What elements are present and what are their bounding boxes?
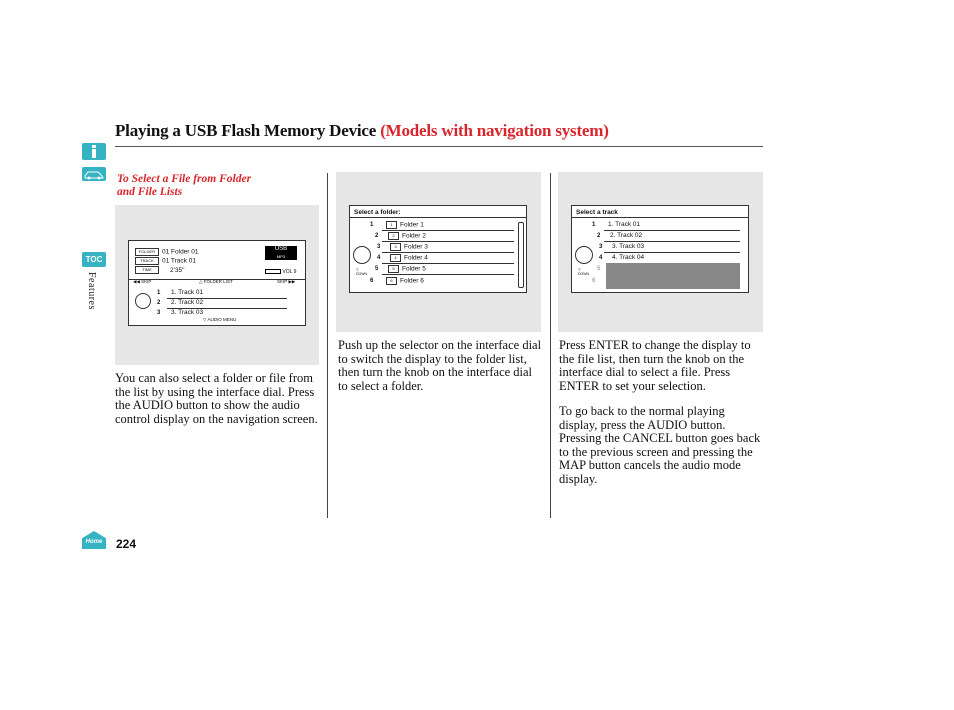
row-number: 6	[592, 278, 596, 284]
volume-bar	[265, 269, 281, 275]
down-label: DOWN	[578, 272, 590, 276]
list-item: 3. Track 03	[612, 243, 645, 250]
row-number: 1	[157, 290, 161, 296]
divider	[572, 217, 748, 218]
page-title-sub: (Models with navigation system)	[380, 121, 609, 140]
col3-paragraph-2: To go back to the normal playing display…	[559, 404, 761, 486]
row-number: 1	[370, 222, 374, 228]
row-number: 4	[599, 255, 603, 261]
folder-icon: 4	[390, 254, 401, 262]
dial-knob-icon	[353, 246, 371, 264]
row-number: 5	[597, 266, 601, 272]
list-item: Folder 5	[402, 265, 426, 273]
mp3-label: MP3	[276, 254, 286, 259]
time-tag: TIME	[135, 266, 159, 274]
row-number: 4	[377, 255, 381, 261]
toc-tab[interactable]: TOC	[82, 252, 106, 267]
folder-icon: 3	[390, 243, 401, 251]
car-icon	[84, 171, 104, 180]
track-screen-header: Select a track	[576, 209, 618, 216]
folder-icon: 6	[386, 277, 397, 285]
page-number: 224	[116, 537, 137, 551]
col3-paragraph-1: Press ENTER to change the display to the…	[559, 338, 751, 393]
list-item: 4. Track 04	[612, 254, 645, 261]
vol-label: VOL	[282, 269, 293, 275]
folder-icon: 5	[388, 265, 399, 273]
info-icon	[92, 145, 96, 158]
row-line	[604, 230, 740, 231]
title-rule	[115, 146, 763, 147]
folder-screen-header: Select a folder:	[354, 209, 401, 216]
figure-track-list: Select a track ▽DOWN 1 1. Track 01 2 2. …	[558, 172, 763, 332]
row-line	[604, 252, 740, 253]
col1-paragraph: You can also select a folder or file fro…	[115, 371, 318, 426]
col2-paragraph: Push up the selector on the interface di…	[338, 338, 542, 393]
list-item: 3. Track 03	[171, 309, 204, 316]
row-number: 2	[157, 300, 161, 306]
section-label: Features	[86, 272, 97, 310]
row-line	[382, 241, 514, 242]
list-item: Folder 6	[400, 277, 424, 285]
list-item: Folder 1	[400, 221, 424, 229]
dial-knob-icon	[575, 246, 593, 264]
empty-rows	[606, 263, 740, 289]
list-item: Folder 2	[402, 232, 426, 240]
row-number: 3	[377, 244, 381, 250]
list-item: Folder 3	[404, 243, 428, 251]
row-number: 6	[370, 278, 374, 284]
column-divider	[550, 173, 551, 518]
list-item: 2. Track 02	[610, 232, 643, 239]
folder-value: 01 Folder 01	[162, 248, 199, 256]
row-number: 3	[157, 310, 161, 316]
home-button[interactable]: Home	[82, 531, 106, 549]
track-screen: Select a track ▽DOWN 1 1. Track 01 2 2. …	[571, 205, 749, 293]
list-item: 1. Track 01	[608, 221, 641, 228]
row-number: 1	[592, 222, 596, 228]
skip-right: SKIP	[277, 279, 288, 284]
audio-menu-label: AUDIO MENU	[207, 317, 237, 322]
row-line	[382, 274, 514, 275]
usb-label: USB	[274, 246, 288, 252]
folder-tag: FOLDER	[135, 248, 159, 256]
folder-icon: 1	[386, 221, 397, 229]
skip-left: SKIP	[141, 279, 152, 284]
row-number: 2	[597, 233, 601, 239]
list-item: Folder 4	[404, 254, 428, 262]
row-line	[382, 263, 514, 264]
list-item: 2. Track 02	[171, 299, 204, 306]
list-item: 1. Track 01	[171, 289, 204, 296]
page-title-main: Playing a USB Flash Memory Device	[115, 121, 377, 140]
vol-value: 9	[293, 269, 297, 275]
row-line	[167, 298, 287, 299]
page-title: Playing a USB Flash Memory Device (Model…	[115, 121, 609, 141]
row-line	[167, 308, 287, 309]
divider	[129, 279, 305, 280]
track-value: 01 Track 01	[162, 257, 196, 265]
down-label: DOWN	[356, 272, 368, 276]
dial-knob-icon	[135, 293, 151, 309]
divider	[350, 217, 526, 218]
row-line	[382, 252, 514, 253]
car-tab[interactable]	[82, 167, 106, 181]
column-divider	[327, 173, 328, 518]
folder-list-label: FOLDER LIST	[203, 279, 233, 284]
row-number: 3	[599, 244, 603, 250]
row-line	[604, 241, 740, 242]
subheading: To Select a File from Folder and File Li…	[117, 173, 252, 198]
row-line	[382, 230, 514, 231]
scrollbar[interactable]	[518, 222, 524, 288]
time-value: 2'35"	[170, 266, 185, 274]
row-number: 2	[375, 233, 379, 239]
row-number: 5	[375, 266, 379, 272]
usb-badge: USB MP3	[265, 246, 297, 260]
track-tag: TRACK	[135, 257, 159, 265]
info-tab[interactable]	[82, 143, 106, 160]
folder-icon: 2	[388, 232, 399, 240]
